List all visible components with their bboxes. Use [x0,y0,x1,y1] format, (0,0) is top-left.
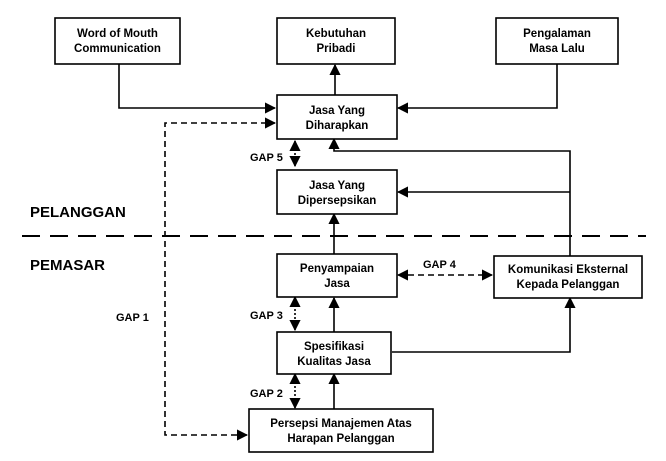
gap2-label: GAP 2 [250,388,283,400]
box-service-specification: Spesifikasi Kualitas Jasa [276,331,392,375]
svg-text:Jasa: Jasa [324,278,350,290]
svg-text:Communication: Communication [74,43,161,55]
svg-text:Pengalaman: Pengalaman [523,28,591,40]
box-service-delivery: Penyampaian Jasa [276,253,398,298]
gap5-label: GAP 5 [250,152,283,164]
svg-text:Dipersepsikan: Dipersepsikan [298,195,377,207]
box-past-experience: Pengalaman Masa Lalu [495,17,619,65]
gap1-dashed-connector [164,117,277,441]
arrow-external-comm-to-expected [328,137,571,256]
box-perceived-service: Jasa Yang Dipersepsikan [276,169,398,215]
svg-text:Kebutuhan: Kebutuhan [306,28,366,40]
box-external-communication: Komunikasi Eksternal Kepada Pelanggan [493,255,643,299]
svg-text:Komunikasi Eksternal: Komunikasi Eksternal [508,264,628,276]
arrow-specification-to-external-comm [392,296,576,353]
svg-text:Diharapkan: Diharapkan [306,120,369,132]
svg-text:Harapan Pelanggan: Harapan Pelanggan [287,433,394,445]
gap3-label: GAP 3 [250,310,283,322]
svg-text:Penyampaian: Penyampaian [300,263,374,275]
gap4-label: GAP 4 [423,259,457,271]
zone-label-marketer: PEMASAR [30,257,105,274]
svg-text:Kualitas Jasa: Kualitas Jasa [297,356,371,368]
box-management-perception: Persepsi Manajemen Atas Harapan Pelangga… [248,408,434,453]
arrow-word-of-mouth-to-expected [118,64,277,114]
svg-text:Pribadi: Pribadi [317,43,356,55]
arrow-past-experience-to-expected [396,64,558,114]
svg-text:Spesifikasi: Spesifikasi [304,341,364,353]
zone-label-customer: PELANGGAN [30,204,126,221]
svg-text:Kepada Pelanggan: Kepada Pelanggan [517,279,620,291]
box-personal-needs: Kebutuhan Pribadi [276,17,396,65]
svg-text:Jasa Yang: Jasa Yang [309,180,365,192]
gap1-label: GAP 1 [116,312,149,324]
svg-text:Word of Mouth: Word of Mouth [77,28,158,40]
box-expected-service: Jasa Yang Diharapkan [276,94,398,140]
box-word-of-mouth: Word of Mouth Communication [54,17,181,65]
svg-text:Jasa Yang: Jasa Yang [309,105,365,117]
svg-text:Persepsi Manajemen Atas: Persepsi Manajemen Atas [270,418,411,430]
svg-text:Masa Lalu: Masa Lalu [529,43,585,55]
